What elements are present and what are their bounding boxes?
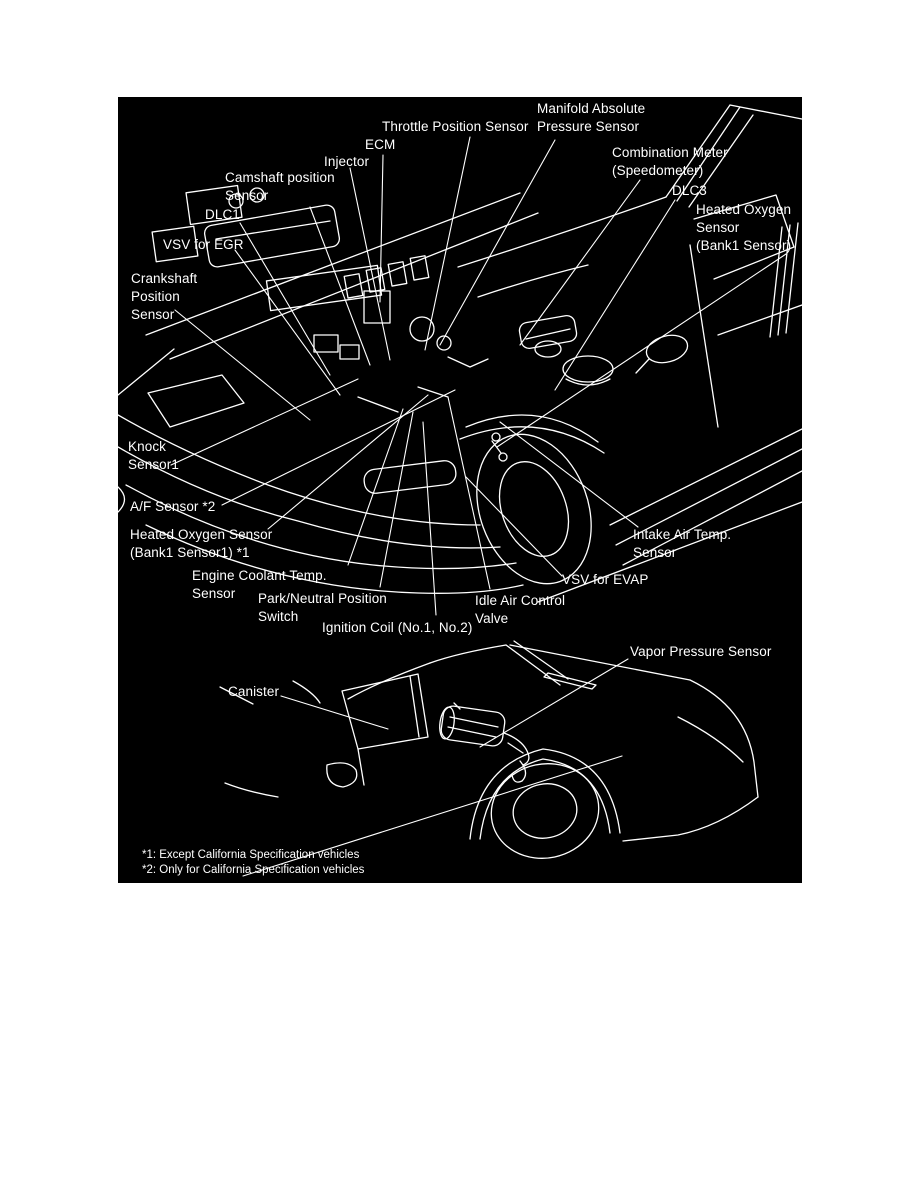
label-crankshaft-position-sensor: Crankshaft Position Sensor bbox=[131, 271, 198, 322]
label-camshaft-position-sensor: Camshaft position Sensor bbox=[225, 170, 335, 203]
engine-components bbox=[151, 184, 614, 462]
label-throttle-position-sensor: Throttle Position Sensor bbox=[382, 119, 529, 134]
label-knock-sensor1: Knock Sensor1 bbox=[128, 439, 179, 472]
label-dlc1: DLC1 bbox=[205, 207, 240, 222]
label-injector: Injector bbox=[324, 154, 370, 169]
footnote-1: *1: Except California Specification vehi… bbox=[142, 849, 360, 861]
label-vsv-for-evap: VSV for EVAP bbox=[562, 572, 649, 587]
label-engine-coolant-temp-sensor: Engine Coolant Temp. Sensor bbox=[192, 568, 327, 601]
label-vapor-pressure-sensor: Vapor Pressure Sensor bbox=[630, 644, 772, 659]
label-ecm: ECM bbox=[365, 137, 396, 152]
label-canister: Canister bbox=[228, 684, 280, 699]
label-ignition-coil: Ignition Coil (No.1, No.2) bbox=[322, 620, 473, 635]
label-af-sensor: A/F Sensor *2 bbox=[130, 499, 216, 514]
footnotes: *1: Except California Specification vehi… bbox=[142, 848, 364, 878]
canister-assembly bbox=[439, 702, 530, 783]
footnote-2: *2: Only for California Specification ve… bbox=[142, 864, 365, 876]
label-combination-meter: Combination Meter (Speedometer) bbox=[612, 145, 728, 178]
label-idle-air-control-valve: Idle Air Control Valve bbox=[475, 593, 566, 626]
leader-lines-rear bbox=[242, 658, 629, 877]
label-manifold-absolute-pressure-sensor: Manifold Absolute Pressure Sensor bbox=[537, 101, 646, 134]
label-heated-oxygen-sensor-bank1-sensor: Heated Oxygen Sensor (Bank1 Sensor) bbox=[696, 202, 792, 253]
label-intake-air-temp-sensor: Intake Air Temp. Sensor bbox=[633, 527, 732, 560]
car-front-body bbox=[118, 104, 802, 603]
car-rear-body bbox=[219, 640, 759, 859]
label-vsv-for-egr: VSV for EGR bbox=[163, 237, 244, 252]
car-line-art bbox=[118, 104, 802, 877]
label-dlc3: DLC3 bbox=[672, 183, 707, 198]
label-park-neutral-position-switch: Park/Neutral Position Switch bbox=[258, 591, 387, 624]
leader-lines-front bbox=[170, 136, 787, 616]
label-heated-oxygen-sensor-bank1-sensor1: Heated Oxygen Sensor (Bank1 Sensor1) *1 bbox=[130, 527, 273, 560]
